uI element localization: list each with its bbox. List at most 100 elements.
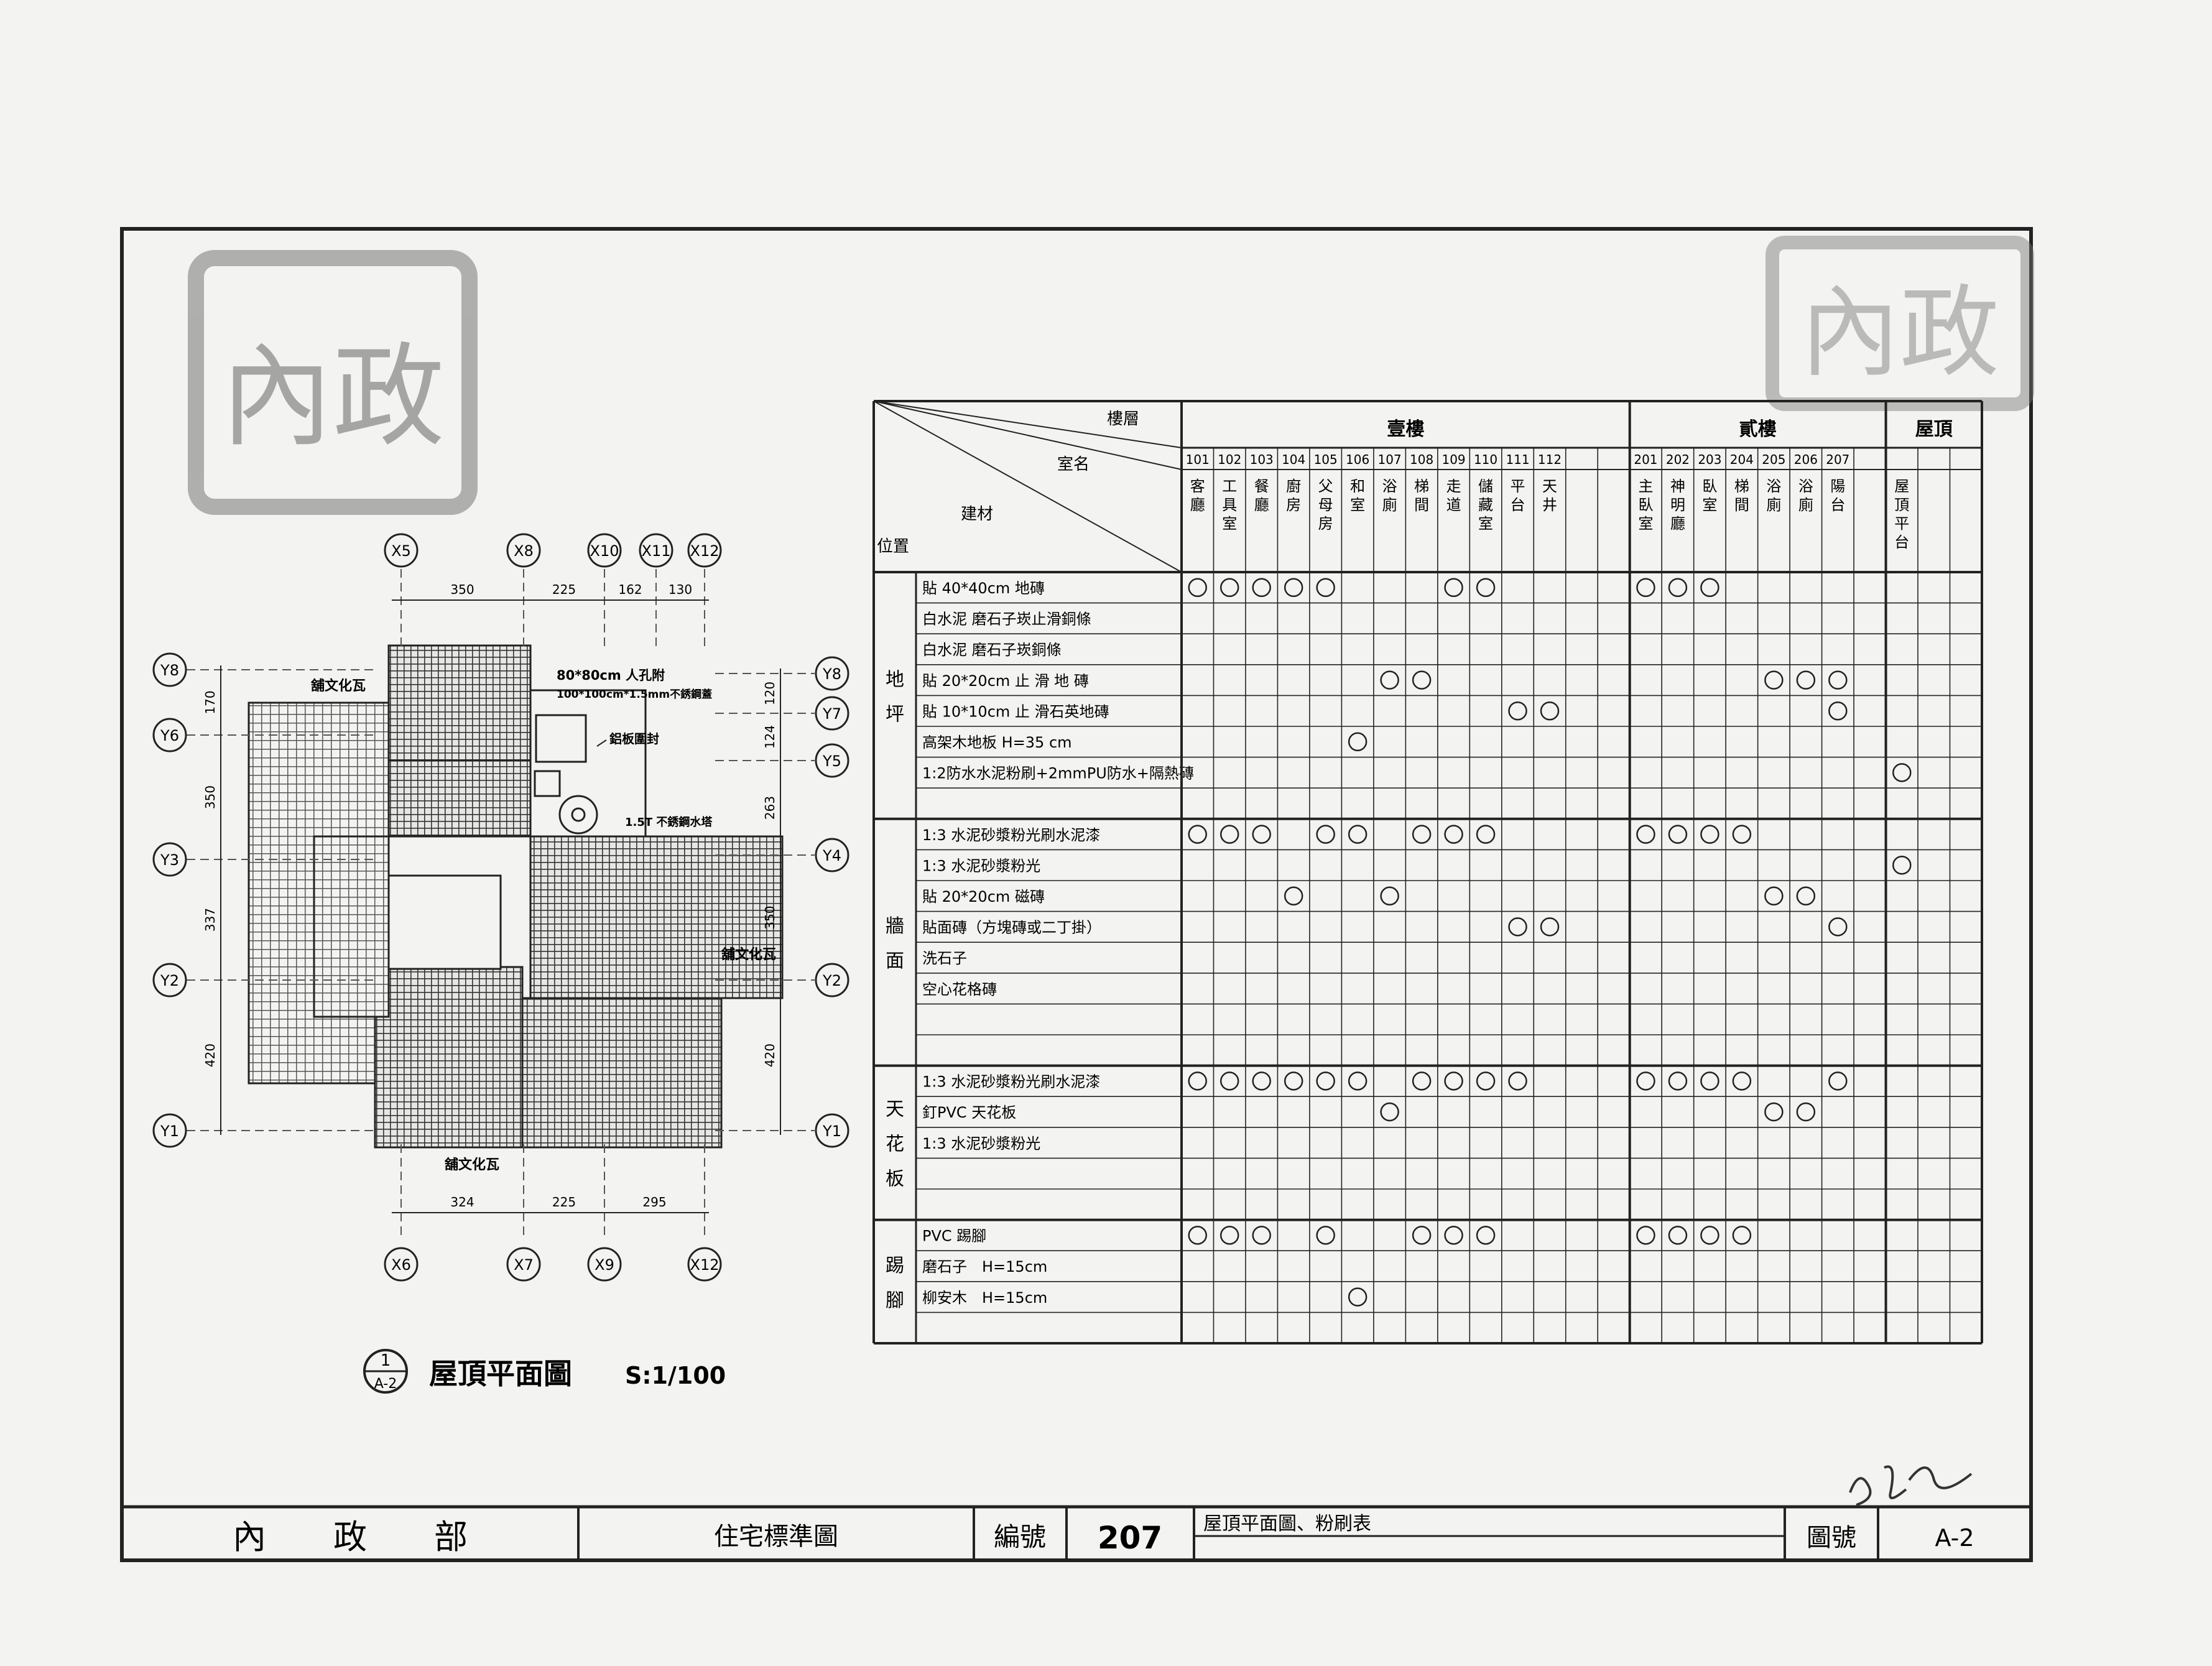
room-name-7-0: 梯	[1414, 478, 1429, 495]
grid-right-1-label: Y7	[822, 705, 841, 723]
drawing-title: 屋頂平面圖、粉刷表	[1203, 1513, 1371, 1535]
finish-mark-2-0-17	[1732, 1071, 1752, 1091]
title-block: 內 政 部 住宅標準圖 編號 207 屋頂平面圖、粉刷表 圖號 A-2	[120, 1505, 2033, 1562]
grid-bottom-1	[506, 1247, 541, 1282]
water-tank	[558, 795, 598, 835]
room-name-0-0: 客	[1190, 478, 1205, 495]
finish-mark-2-0-0	[1188, 1071, 1207, 1091]
finish-mark-3-2-5	[1348, 1287, 1367, 1307]
room-number-2: 103	[1250, 452, 1274, 467]
grid-left-0-label: Y8	[160, 662, 179, 679]
finish-mark-1-2-19	[1796, 886, 1816, 906]
header-position: 位置	[877, 537, 909, 556]
room-name-19-1: 廁	[1798, 496, 1813, 514]
room-number-6: 107	[1378, 452, 1402, 467]
dim-top-2: 162	[618, 582, 642, 597]
finish-mark-0-3-18	[1764, 670, 1784, 690]
roof-tile-north	[387, 644, 532, 762]
finish-mark-1-0-17	[1732, 825, 1752, 844]
group-name-3-1: 腳	[886, 1290, 904, 1312]
finish-mark-3-0-0	[1188, 1226, 1207, 1245]
grid-top-0-label: X5	[391, 542, 411, 560]
finish-mark-2-0-15	[1668, 1071, 1688, 1091]
finish-mark-1-1-22	[1892, 855, 1912, 875]
finish-mark-2-0-4	[1316, 1071, 1335, 1091]
room-name-3-0: 廚	[1286, 478, 1301, 495]
manhole-hatch	[535, 714, 587, 763]
finish-mark-2-0-14	[1636, 1071, 1655, 1091]
svg-text:內政: 內政	[1800, 274, 1999, 391]
agency-name: 內 政 部	[233, 1517, 468, 1557]
room-number-3: 104	[1282, 452, 1305, 467]
finish-mark-1-3-10	[1508, 917, 1527, 937]
room-name-3-1: 房	[1286, 496, 1301, 514]
header-room: 室名	[1057, 455, 1090, 474]
room-number-16: 203	[1698, 452, 1721, 467]
room-name-22-1: 頂	[1894, 496, 1909, 514]
room-name-4-0: 父	[1318, 478, 1333, 495]
finish-mark-3-0-9	[1476, 1226, 1496, 1245]
finish-mark-3-0-14	[1636, 1226, 1655, 1245]
finish-mark-0-0-14	[1636, 578, 1655, 598]
finish-mark-1-3-11	[1540, 917, 1560, 937]
room-number-11: 112	[1538, 452, 1562, 467]
drain	[534, 770, 561, 797]
dim-left-2: 337	[203, 908, 218, 932]
grid-left-4	[152, 1113, 187, 1148]
room-name-20-1: 台	[1830, 496, 1845, 514]
grid-top-1-label: X8	[514, 542, 534, 560]
room-name-1-2: 室	[1222, 515, 1237, 532]
finish-mark-2-0-20	[1828, 1071, 1848, 1091]
material-2-2: 1:3 水泥砂漿粉光	[922, 1135, 1040, 1152]
grid-top-2	[587, 533, 622, 568]
grid-left-3	[152, 963, 187, 997]
label-tile-c: 舖文化瓦	[445, 1157, 499, 1173]
grid-right-0-label: Y8	[822, 665, 841, 683]
grid-bottom-0	[384, 1247, 419, 1282]
grid-right-1	[815, 696, 849, 731]
room-name-20-0: 陽	[1830, 478, 1845, 495]
material-0-3: 貼 20*20cm 止 滑 地 磚	[922, 672, 1089, 690]
finish-mark-0-3-20	[1828, 670, 1848, 690]
header-floor: 樓層	[1107, 410, 1139, 428]
finish-mark-1-0-1	[1219, 825, 1239, 844]
material-0-2: 白水泥 磨石子崁銅條	[922, 641, 1062, 659]
finish-mark-0-0-15	[1668, 578, 1688, 598]
grid-top-0	[384, 533, 419, 568]
label-hatch-1: 80*80cm 人孔附	[557, 668, 665, 683]
detail-sheet: A-2	[374, 1376, 397, 1392]
grid-right-3-label: Y4	[822, 847, 841, 864]
finish-mark-3-0-17	[1732, 1226, 1752, 1245]
finish-mark-3-0-2	[1252, 1226, 1271, 1245]
finish-mark-3-0-4	[1316, 1226, 1335, 1245]
room-name-5-1: 室	[1350, 496, 1365, 514]
courtyard-void	[387, 874, 502, 970]
finish-mark-3-0-16	[1700, 1226, 1719, 1245]
finish-mark-0-0-1	[1219, 578, 1239, 598]
finish-mark-1-0-4	[1316, 825, 1335, 844]
finish-mark-2-0-16	[1700, 1071, 1719, 1091]
room-name-15-0: 神	[1670, 478, 1685, 495]
finish-mark-1-2-6	[1380, 886, 1399, 906]
material-1-5: 空心花格磚	[922, 981, 997, 998]
room-name-14-1: 臥	[1638, 496, 1653, 514]
finish-mark-0-0-2	[1252, 578, 1271, 598]
room-number-15: 202	[1666, 452, 1690, 467]
finish-mark-2-0-10	[1508, 1071, 1527, 1091]
material-1-1: 1:3 水泥砂漿粉光	[922, 857, 1040, 874]
group-name-2-1: 花	[886, 1134, 904, 1155]
group-name-1-1: 面	[886, 950, 904, 972]
room-name-4-1: 母	[1318, 496, 1333, 514]
grid-top-4	[687, 533, 722, 568]
finish-mark-3-0-8	[1444, 1226, 1463, 1245]
dim-right-3: 350	[762, 905, 777, 929]
finish-mark-0-0-16	[1700, 578, 1719, 598]
dim-left-1: 350	[203, 785, 218, 809]
grid-right-0	[815, 656, 849, 691]
material-1-2: 貼 20*20cm 磁磚	[922, 888, 1045, 905]
room-name-18-0: 浴	[1766, 478, 1781, 495]
roof-tile-stair	[387, 759, 532, 838]
finish-mark-1-0-16	[1700, 825, 1719, 844]
detail-number: 1	[381, 1351, 391, 1370]
